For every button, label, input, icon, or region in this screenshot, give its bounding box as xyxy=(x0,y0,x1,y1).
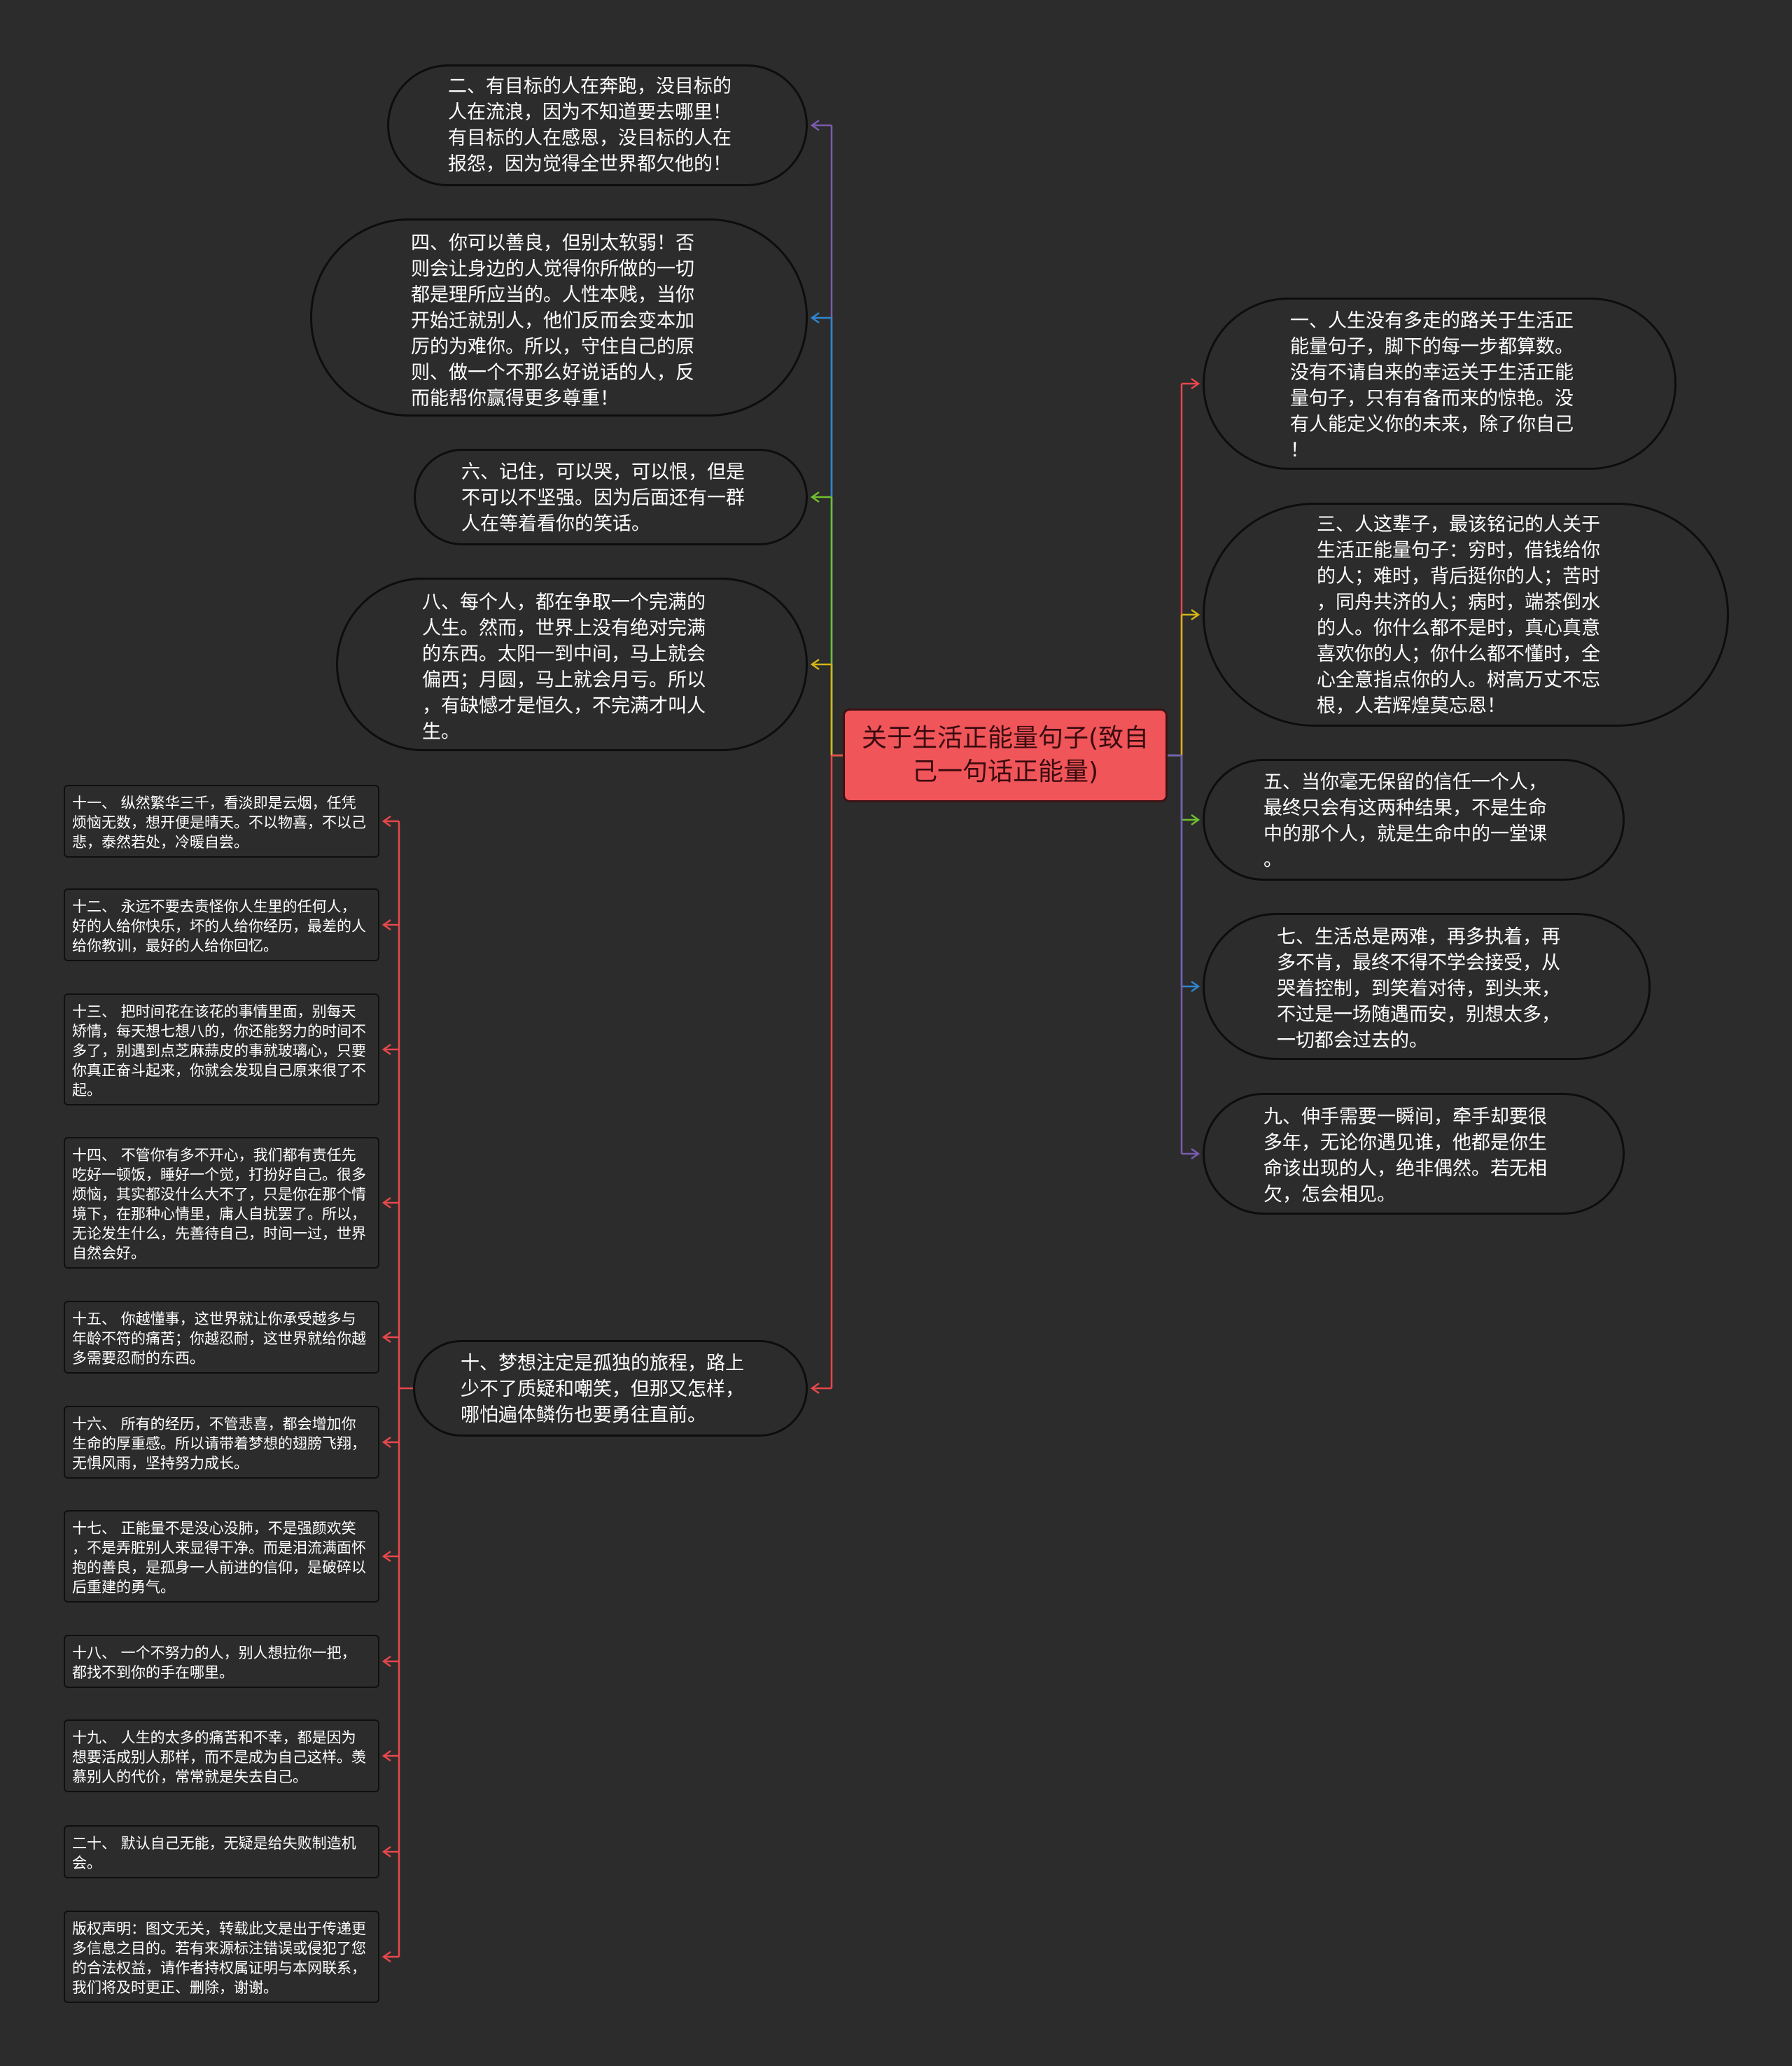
branch-node-6[interactable]: 六、记住，可以哭，可以恨，但是 不可以不坚强。因为后面还有一群 人在等着看你的笑… xyxy=(414,449,808,545)
sub-item-12[interactable]: 十二、 永远不要去责怪你人生里的任何人， 好的人给你快乐，坏的人给你经历，最差的… xyxy=(64,888,379,961)
sub-item-text: 十五、 你越懂事，这世界就让你承受越多与 年龄不符的痛苦；你越忍耐，这世界就给你… xyxy=(72,1311,366,1367)
arrow-head xyxy=(1191,608,1200,621)
branch-node-8[interactable]: 八、每个人，都在争取一个完满的 人生。然而，世界上没有绝对完满 的东西。太阳一到… xyxy=(336,578,808,751)
branch-node-text: 十、梦想注定是孤独的旅程，路上 少不了质疑和嘲笑，但那又怎样， 哪怕遍体鳞伤也要… xyxy=(461,1353,744,1426)
branch-node-text: 六、记住，可以哭，可以恨，但是 不可以不坚强。因为后面还有一群 人在等着看你的笑… xyxy=(461,461,745,535)
branch-node-5[interactable]: 五、当你毫无保留的信任一个人， 最终只会有这两种结果，不是生命 中的那个人，就是… xyxy=(1203,759,1625,881)
branch-node-text: 四、你可以善良，但别太软弱！否 则会让身边的人觉得你所做的一切 都是理所应当的。… xyxy=(411,232,694,410)
sub-item-text: 十三、 把时间花在该花的事情里面，别每天 矫情，每天想七想八的，你还能努力的时间… xyxy=(72,1003,366,1098)
sub-item-17[interactable]: 十七、 正能量不是没心没肺，不是强颜欢笑 ，不是弄脏别人来显得干净。而是泪流满面… xyxy=(64,1510,379,1603)
arrow-head xyxy=(1191,980,1200,993)
sub-item-text: 十七、 正能量不是没心没肺，不是强颜欢笑 ，不是弄脏别人来显得干净。而是泪流满面… xyxy=(72,1520,366,1596)
arrow-head xyxy=(382,1550,391,1563)
arrow-head xyxy=(382,1845,391,1858)
arrow-head xyxy=(810,1382,820,1395)
arrow-head xyxy=(810,119,820,132)
branch-node-7[interactable]: 七、生活总是两难，再多执着，再 多不肯，最终不得不学会接受，从 哭着控制，到笑着… xyxy=(1203,913,1651,1060)
branch-node-4[interactable]: 四、你可以善良，但别太软弱！否 则会让身边的人觉得你所做的一切 都是理所应当的。… xyxy=(310,218,808,417)
arrow-head xyxy=(1191,377,1200,390)
branch-node-text: 一、人生没有多走的路关于生活正 能量句子，脚下的每一步都算数。 没有不请自来的幸… xyxy=(1290,310,1574,461)
branch-node-text: 五、当你毫无保留的信任一个人， 最终只会有这两种结果，不是生命 中的那个人，就是… xyxy=(1264,772,1547,871)
branch-node-3[interactable]: 三、人这辈子，最该铭记的人关于 生活正能量句子：穷时，借钱给你 的人；难时，背后… xyxy=(1203,503,1729,727)
arrow-head xyxy=(382,1950,391,1963)
arrow-head xyxy=(810,491,820,503)
branch-node-text: 七、生活总是两难，再多执着，再 多不肯，最终不得不学会接受，从 哭着控制，到笑着… xyxy=(1277,926,1560,1052)
arrow-head xyxy=(382,1331,391,1343)
branch-node-10[interactable]: 十、梦想注定是孤独的旅程，路上 少不了质疑和嘲笑，但那又怎样， 哪怕遍体鳞伤也要… xyxy=(413,1340,808,1437)
branch-node-9[interactable]: 九、伸手需要一瞬间，牵手却要很 多年，无论你遇见谁，他都是你生 命该出现的人，绝… xyxy=(1203,1093,1625,1215)
root-node[interactable]: 关于生活正能量句子(致自己一句话正能量) xyxy=(843,709,1168,802)
sub-item-16[interactable]: 十六、 所有的经历，不管悲喜，都会增加你 生命的厚重感。所以请带着梦想的翅膀飞翔… xyxy=(64,1406,379,1479)
arrow-head xyxy=(1191,1147,1200,1160)
branch-node-1[interactable]: 一、人生没有多走的路关于生活正 能量句子，脚下的每一步都算数。 没有不请自来的幸… xyxy=(1203,298,1676,470)
sub-item-text: 版权声明：图文无关，转载此文是出于传递更 多信息之目的。若有来源标注错误或侵犯了… xyxy=(72,1920,366,1996)
sub-item-text: 十九、 人生的太多的痛苦和不幸，都是因为 想要活成别人那样，而不是成为自己这样。… xyxy=(72,1729,366,1785)
sub-item-15[interactable]: 十五、 你越懂事，这世界就让你承受越多与 年龄不符的痛苦；你越忍耐，这世界就给你… xyxy=(64,1301,379,1374)
sub-item-text: 十一、 纵然繁华三千，看淡即是云烟，任凭 烦恼无数，想开便是晴天。不以物喜，不以… xyxy=(72,795,366,851)
branch-node-text: 二、有目标的人在奔跑，没目标的 人在流浪，因为不知道要去哪里！ 有目标的人在感恩… xyxy=(448,76,732,175)
sub-item-text: 十四、 不管你有多不开心，我们都有责任先 吃好一顿饭，睡好一个觉，打扮好自己。很… xyxy=(72,1147,366,1262)
branch-node-text: 三、人这辈子，最该铭记的人关于 生活正能量句子：穷时，借钱给你 的人；难时，背后… xyxy=(1317,514,1600,717)
root-node-label: 关于生活正能量句子(致自己一句话正能量) xyxy=(861,724,1149,786)
sub-item-11[interactable]: 十一、 纵然繁华三千，看淡即是云烟，任凭 烦恼无数，想开便是晴天。不以物喜，不以… xyxy=(64,785,379,858)
sub-item-13[interactable]: 十三、 把时间花在该花的事情里面，别每天 矫情，每天想七想八的，你还能努力的时间… xyxy=(64,993,379,1105)
sub-item-text: 十六、 所有的经历，不管悲喜，都会增加你 生命的厚重感。所以请带着梦想的翅膀飞翔… xyxy=(72,1416,366,1472)
sub-item-18[interactable]: 十八、 一个不努力的人，别人想拉你一把， 都找不到你的手在哪里。 xyxy=(64,1635,379,1688)
arrow-head xyxy=(810,312,820,324)
arrow-head xyxy=(382,919,391,931)
sub-item-text: 十八、 一个不努力的人，别人想拉你一把， 都找不到你的手在哪里。 xyxy=(72,1645,356,1681)
sub-item-text: 二十、 默认自己无能，无疑是给失败制造机 会。 xyxy=(72,1835,356,1871)
arrow-head xyxy=(382,815,391,828)
sub-item-14[interactable]: 十四、 不管你有多不开心，我们都有责任先 吃好一顿饭，睡好一个觉，打扮好自己。很… xyxy=(64,1137,379,1269)
sub-item-19[interactable]: 十九、 人生的太多的痛苦和不幸，都是因为 想要活成别人那样，而不是成为自己这样。… xyxy=(64,1719,379,1792)
branch-node-text: 八、每个人，都在争取一个完满的 人生。然而，世界上没有绝对完满 的东西。太阳一到… xyxy=(422,592,706,743)
sub-item-text: 十二、 永远不要去责怪你人生里的任何人， 好的人给你快乐，坏的人给你经历，最差的… xyxy=(72,898,366,954)
arrow-head xyxy=(1191,814,1200,826)
sub-item-copyright[interactable]: 版权声明：图文无关，转载此文是出于传递更 多信息之目的。若有来源标注错误或侵犯了… xyxy=(64,1911,379,2003)
arrow-head xyxy=(382,1750,391,1762)
arrow-head xyxy=(810,658,820,671)
arrow-head xyxy=(382,1043,391,1056)
arrow-head xyxy=(382,1196,391,1209)
branch-node-2[interactable]: 二、有目标的人在奔跑，没目标的 人在流浪，因为不知道要去哪里！ 有目标的人在感恩… xyxy=(387,64,808,186)
branch-node-text: 九、伸手需要一瞬间，牵手却要很 多年，无论你遇见谁，他都是你生 命该出现的人，绝… xyxy=(1264,1106,1547,1206)
arrow-head xyxy=(382,1655,391,1668)
sub-item-20[interactable]: 二十、 默认自己无能，无疑是给失败制造机 会。 xyxy=(64,1825,379,1878)
arrow-head xyxy=(382,1436,391,1449)
